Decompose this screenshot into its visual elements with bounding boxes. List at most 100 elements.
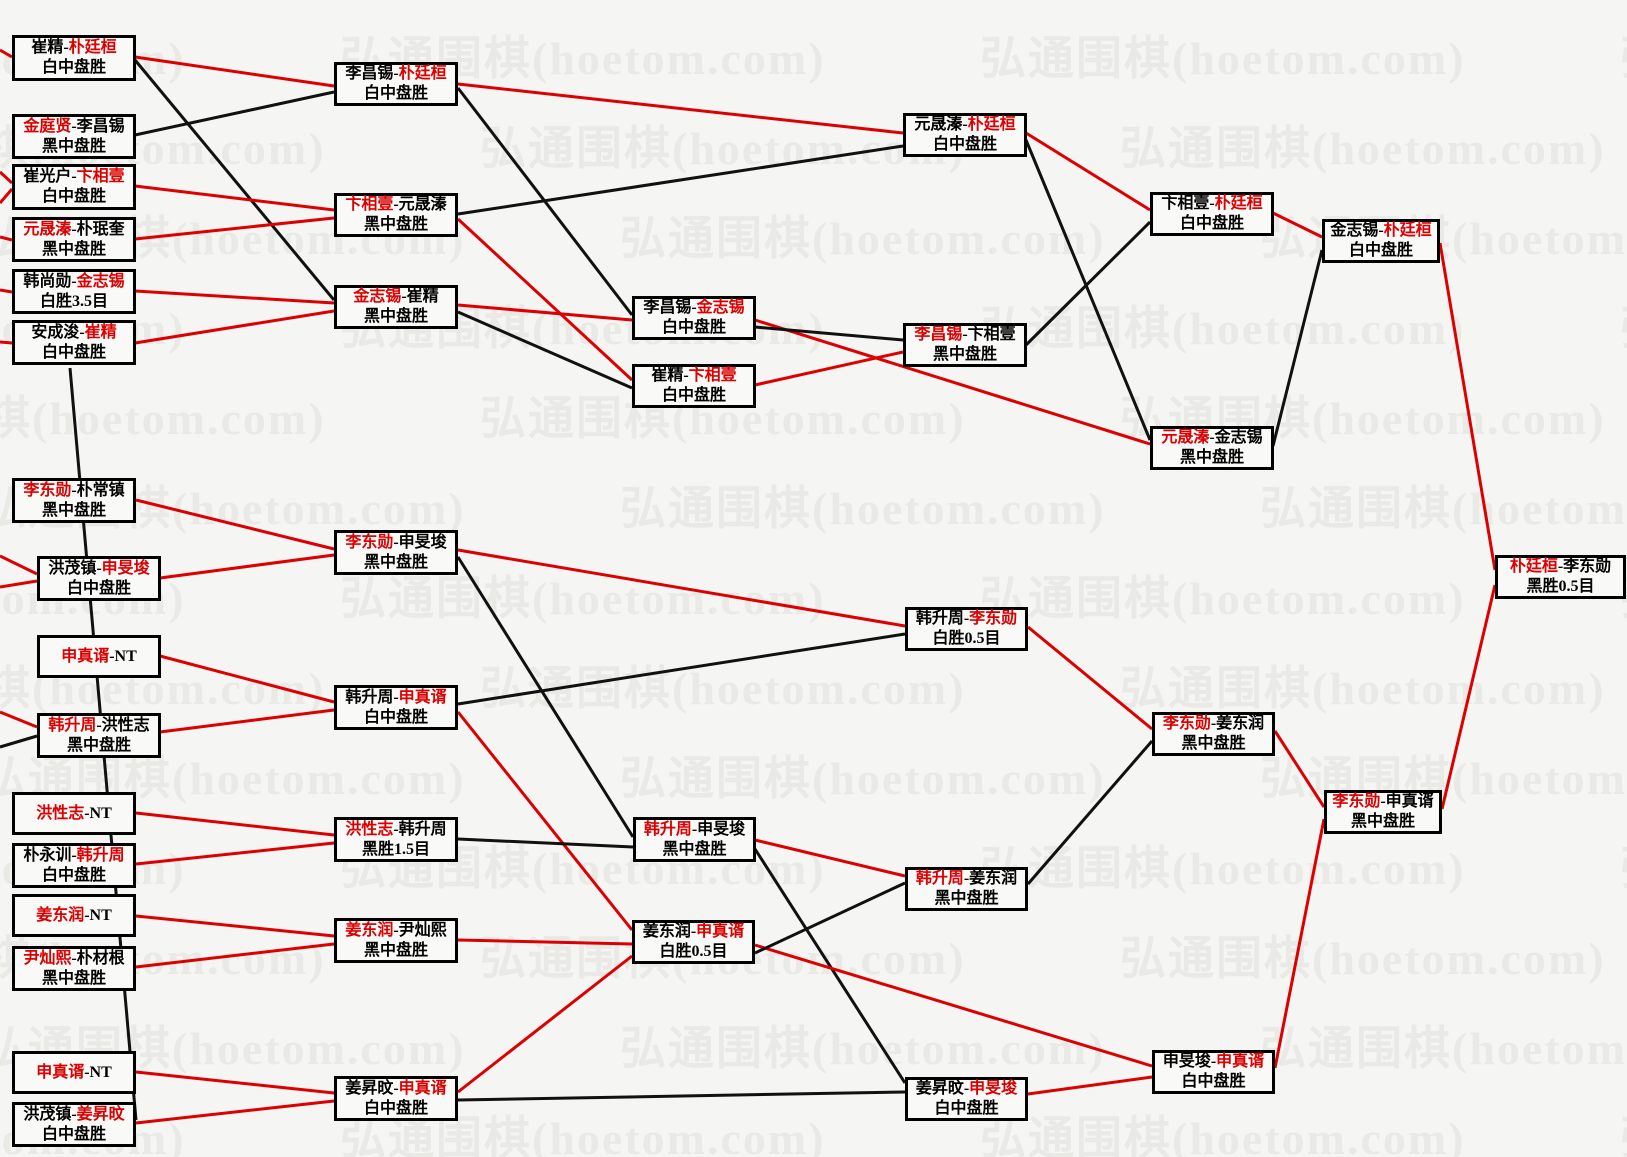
winner-path-line [134, 184, 335, 212]
winner-path-line [0, 340, 13, 345]
name-separator: - [1210, 1053, 1217, 1070]
winner-path-line [456, 711, 634, 931]
match-box: 元晟溱-金志锡黑中盘胜 [1150, 426, 1274, 470]
name-separator: - [96, 716, 102, 734]
player1-name: 韩升周 [643, 820, 692, 838]
player2-name: NT [114, 647, 137, 665]
player-path-line [1271, 249, 1324, 447]
player1-name: 朴永训 [23, 846, 72, 864]
match-box: 姜东润-申真谞白胜0.5目 [632, 920, 755, 964]
player2-name: 姜东润 [969, 870, 1018, 887]
match-result: 黑中盘胜 [363, 941, 428, 959]
name-separator: - [71, 481, 77, 499]
match-result: 白中盘胜 [1179, 215, 1244, 232]
name-separator: - [963, 610, 970, 627]
match-box: 韩升周-洪性志黑中盘胜 [37, 713, 161, 758]
match-box: 洪茂镇-姜昇旼白中盘胜 [12, 1102, 136, 1147]
match-result: 黑中盘胜 [41, 137, 106, 155]
winner-path-line [1273, 818, 1326, 1069]
match-result: 黑胜1.5目 [361, 840, 430, 858]
match-result: 白胜0.5目 [932, 630, 1001, 647]
player2-name: 金志锡 [76, 272, 125, 290]
winner-path-line [159, 708, 335, 734]
player1-name: 姜东润 [642, 923, 691, 940]
match-box: 姜昇旼-申真谞白中盘胜 [334, 1076, 458, 1121]
player1-name: 申旻埈 [1162, 1053, 1211, 1070]
player2-name: 申旻埈 [969, 1080, 1018, 1097]
match-result: 白中盘胜 [66, 579, 131, 597]
player1-name: 卞相壹 [1161, 195, 1210, 212]
match-box: 安成浚-崔精白中盘胜 [12, 320, 136, 365]
match-box: 洪性志-NT [12, 792, 136, 835]
match-box: 申真谞-NT [12, 1051, 136, 1094]
match-box: 申旻埈-申真谞白中盘胜 [1152, 1050, 1275, 1094]
match-result: 白胜0.5目 [659, 943, 728, 960]
player2-name: 韩升周 [398, 820, 447, 838]
match-result: 黑中盘胜 [41, 969, 106, 987]
player1-name: 金志锡 [353, 288, 402, 305]
player1-name: 李昌锡 [345, 65, 394, 82]
match-box: 李昌锡-金志锡白中盘胜 [632, 296, 756, 340]
player2-name: 元晟溱 [398, 196, 447, 213]
name-separator: - [84, 906, 90, 924]
player-path-line [1026, 740, 1154, 885]
match-result: 黑中盘胜 [1179, 449, 1244, 466]
match-result: 白中盘胜 [661, 319, 726, 336]
winner-path-line [135, 942, 335, 969]
player-path-line [457, 144, 904, 216]
match-result: 白中盘胜 [661, 387, 726, 404]
match-result: 黑中盘胜 [363, 216, 428, 233]
player2-name: 姜东润 [1216, 715, 1265, 732]
winner-path-line [456, 217, 634, 382]
player1-name: 元晟溱 [23, 220, 72, 238]
player-path-line [753, 848, 907, 1084]
name-separator: - [690, 923, 697, 940]
player-path-line [0, 734, 38, 749]
player2-name: 卞相壹 [688, 367, 737, 384]
winner-path-line [1438, 242, 1497, 571]
player2-name: 申真谞 [398, 1079, 447, 1097]
match-box: 李昌锡-卞相壹黑中盘胜 [903, 323, 1027, 367]
winner-path-line [135, 914, 335, 938]
player1-name: 崔光户 [23, 168, 72, 185]
name-separator: - [1209, 195, 1215, 212]
name-separator: - [71, 168, 77, 185]
player1-name: 洪性志 [345, 820, 394, 838]
match-box: 韩升周-申真谞白中盘胜 [334, 685, 458, 730]
winner-path-line [457, 303, 633, 322]
player2-name: 申真谞 [398, 688, 447, 706]
player1-name: 崔精 [651, 367, 684, 384]
player1-name: 韩升周 [345, 688, 394, 706]
name-separator: - [401, 288, 407, 305]
player2-name: 金志锡 [696, 299, 745, 316]
match-result: 黑中盘胜 [363, 553, 428, 571]
match-result: 白中盘胜 [363, 85, 428, 102]
player-path-line [133, 59, 336, 301]
match-result: 黑胜0.5目 [1526, 578, 1595, 595]
player2-name: 申真谞 [1216, 1053, 1265, 1070]
match-box: 韩升周-申旻埈黑中盘胜 [633, 817, 756, 862]
name-separator: - [79, 323, 85, 341]
player2-name: 朴廷桓 [398, 65, 447, 82]
name-separator: - [63, 39, 69, 56]
name-separator: - [71, 949, 77, 967]
winner-path-line [457, 938, 633, 946]
name-separator: - [71, 220, 77, 238]
player2-name: 金志锡 [1214, 429, 1263, 446]
match-box: 元晟溱-朴珉奎黑中盘胜 [12, 217, 136, 262]
player-path-line [754, 325, 904, 342]
name-separator: - [1210, 715, 1217, 732]
player2-name: 韩升周 [76, 846, 125, 864]
match-result: 黑中盘胜 [41, 240, 106, 258]
winner-path-line [457, 954, 633, 1094]
winner-path-line [0, 235, 13, 242]
winner-path-line [754, 350, 904, 387]
match-box: 姜东润-NT [12, 894, 136, 937]
player1-name: 崔精 [31, 39, 64, 56]
player2-name: 申旻埈 [398, 533, 447, 551]
player1-name: 韩尚勋 [23, 272, 72, 290]
winner-path-line [1027, 1075, 1153, 1096]
player2-name: NT [89, 804, 112, 822]
match-result: 白中盘胜 [363, 1099, 428, 1117]
